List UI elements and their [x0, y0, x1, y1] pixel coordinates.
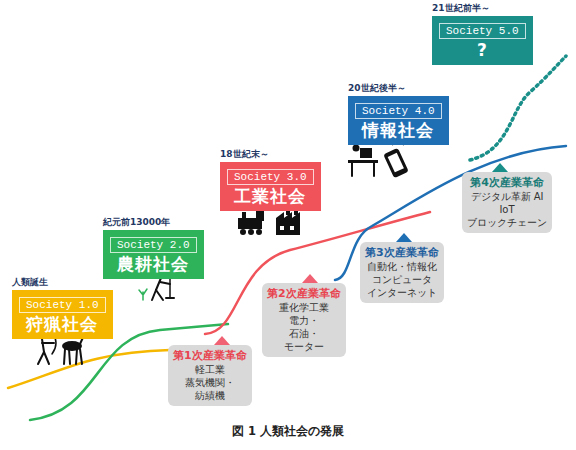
- society-box: 紀元前13000年Society 2.0農耕社会: [103, 230, 204, 279]
- curve-society5: [470, 56, 566, 160]
- era-label: 紀元前13000年: [103, 216, 170, 229]
- era-label: 21世紀前半～: [432, 2, 490, 15]
- revolution-box: 第2次産業革命重化学工業 電力・石油・モーター: [262, 283, 346, 357]
- society-label: Society 1.0: [19, 297, 106, 313]
- society-name: 農耕社会: [110, 253, 197, 275]
- society-label: Society 3.0: [227, 169, 314, 185]
- revolution-body: 重化学工業 電力・石油・モーター: [279, 301, 329, 353]
- revolution-title: 第3次産業革命: [365, 245, 439, 260]
- revolution-title: 第2次産業革命: [267, 286, 341, 301]
- curve-hunting: [8, 350, 170, 388]
- office-worker-icon: [348, 145, 378, 177]
- society-label: Society 2.0: [110, 237, 197, 253]
- revolution-body: 軽工業 蒸気機関・紡績機: [185, 363, 235, 402]
- society-box: 21世紀前半～Society 5.0?: [432, 16, 533, 65]
- figure-caption: 図 1 人類社会の発展: [0, 424, 576, 439]
- revolution-title: 第1次産業革命: [173, 348, 247, 363]
- revolution-box: 第1次産業革命軽工業 蒸気機関・紡績機: [168, 345, 252, 406]
- era-label: 20世紀後半～: [348, 82, 406, 95]
- revolution-title: 第4次産業革命: [467, 175, 547, 190]
- society-name: 狩猟社会: [19, 313, 106, 335]
- revolution-box: 第4次産業革命デジタル革新 AI IoT ブロックチェーン: [462, 172, 552, 233]
- society-box: 人類誕生Society 1.0狩猟社会: [12, 290, 113, 339]
- revolution-body: 自動化・情報化 コンピュータ インターネット: [367, 260, 437, 299]
- society-name: 工業社会: [227, 185, 314, 207]
- society-name: 情報社会: [355, 119, 442, 141]
- society-label: Society 5.0: [439, 23, 526, 39]
- society-box: 18世紀末～Society 3.0工業社会: [220, 162, 321, 211]
- society-label: Society 4.0: [355, 103, 442, 119]
- revolution-box: 第3次産業革命自動化・情報化 コンピュータ インターネット: [360, 242, 444, 303]
- era-label: 18世紀末～: [220, 148, 269, 161]
- society-box: 20世紀後半～Society 4.0情報社会: [348, 96, 449, 145]
- society-name: ?: [439, 39, 526, 61]
- revolution-body: デジタル革新 AI IoT ブロックチェーン: [467, 190, 547, 229]
- era-label: 人類誕生: [12, 276, 48, 289]
